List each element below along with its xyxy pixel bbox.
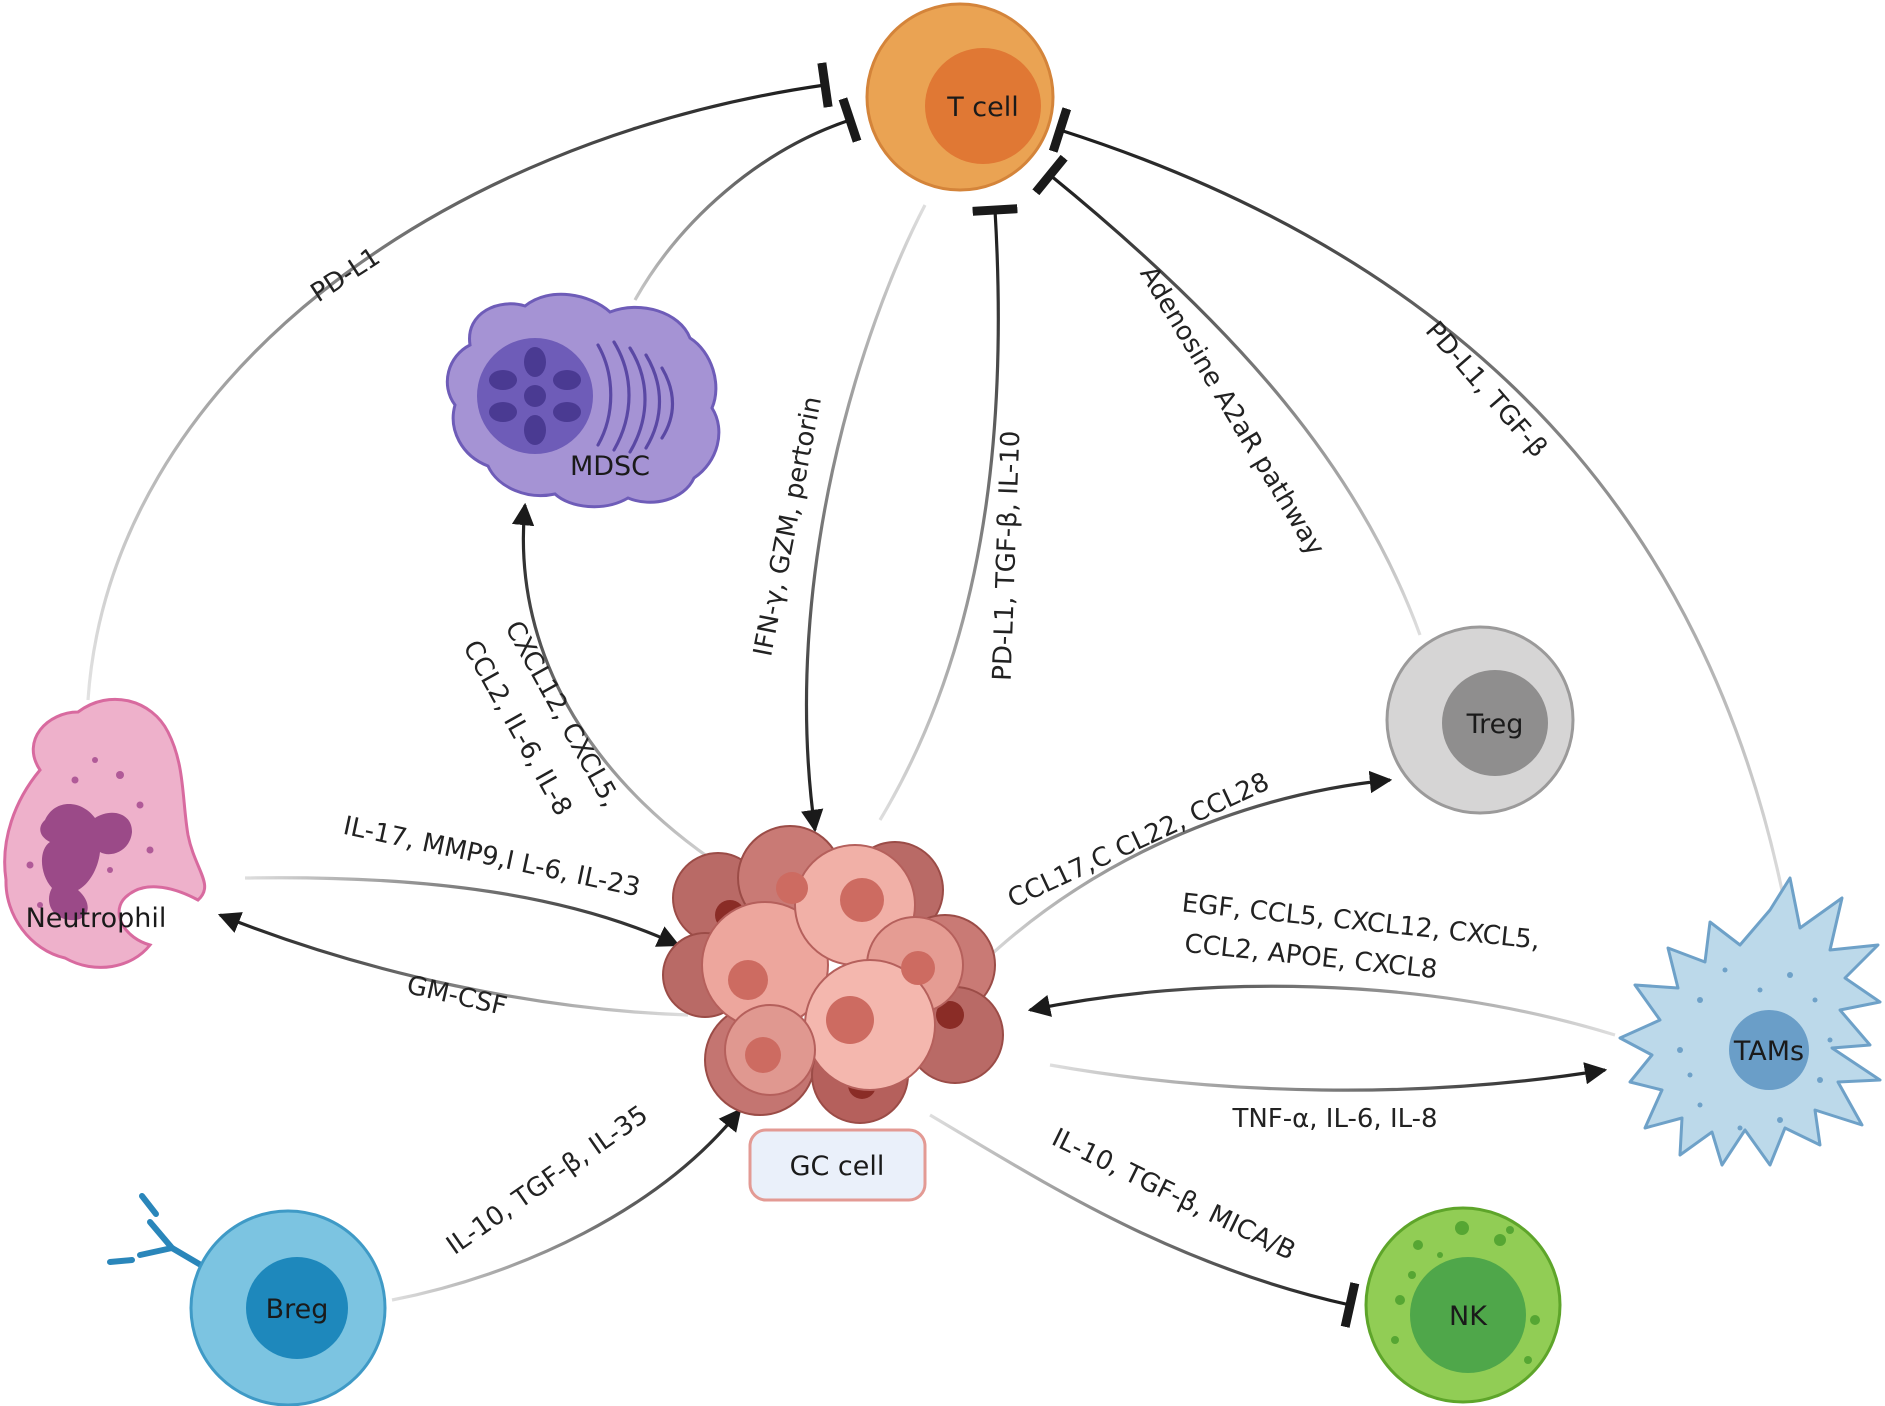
edge-mdsc-to-tcell (633, 97, 862, 301)
edge-gc-to-tcell (878, 204, 1018, 821)
edge-gc-to-neutrophil (217, 912, 689, 1017)
edge-gc-to-tams (1049, 1062, 1608, 1092)
tumor-nuclei (728, 872, 935, 1073)
edge-gc-to-treg (978, 770, 1393, 967)
t-cell-label: T cell (946, 92, 1019, 123)
neutrophil-granules (26, 757, 154, 908)
connectors (86, 62, 1787, 1328)
mdsc-er-lines (596, 340, 674, 454)
breg-label: Breg (266, 1294, 329, 1325)
tams-cell: TAMs (1618, 876, 1882, 1167)
edge-tcell-to-gc (801, 204, 927, 833)
label-neutrophil-tcell: PD-L1 (306, 242, 386, 309)
mdsc-cell: MDSC (445, 292, 721, 509)
antibody-icon (107, 1193, 209, 1271)
edge-tams-to-tcell (1048, 107, 1787, 906)
nk-label: NK (1449, 1301, 1488, 1332)
edge-breg-to-gc (391, 1108, 742, 1302)
treg-label: Treg (1466, 709, 1524, 740)
neutrophil-label: Neutrophil (26, 903, 167, 934)
breg-nucleus (246, 1257, 348, 1359)
label-gc-neutrophil: GM-CSF (404, 970, 510, 1022)
edge-gc-to-mdsc (511, 502, 736, 877)
breg-cell: Breg (107, 1193, 387, 1406)
label-gc-treg: CCL17,C CL22, CCL28 (1003, 767, 1274, 915)
treg-cell: Treg (1385, 625, 1575, 815)
label-gc-tcell-up: PD-L1, TGF-β, IL-10 (988, 430, 1027, 681)
t-cell: T cell (865, 2, 1055, 192)
neutrophil-cell: Neutrophil (3, 697, 207, 969)
edge-tams-to-gc (1027, 984, 1616, 1037)
label-treg-tcell: Adenosine A2aR pathway (1133, 261, 1330, 561)
edge-treg-to-tcell (1032, 154, 1422, 636)
edge-neutrophil-to-tcell (86, 62, 833, 701)
label-neutrophil-gc: IL-17, MMP9,I L-6, IL-23 (341, 811, 643, 903)
tams-nucleus (1729, 1010, 1809, 1090)
tams-granules (1677, 967, 1833, 1131)
label-tams-tcell: PD-L1, TGF-β (1419, 316, 1553, 464)
nk-nucleus (1410, 1257, 1526, 1373)
label-gc-tcell-down: IFN-γ, GZM, pertorin (748, 394, 828, 659)
nk-granules (1391, 1221, 1540, 1364)
label-gc-tams: TNF-α, IL-6, IL-8 (1231, 1104, 1437, 1134)
t-cell-nucleus (925, 48, 1041, 164)
neutrophil-nucleus (40, 804, 132, 921)
gc-cell-label: GC cell (790, 1151, 885, 1182)
label-gc-nk: IL-10, TGF-β, MICA/B (1047, 1123, 1300, 1267)
gc-cell-label-box (748, 1128, 927, 1202)
edge-gc-to-nk (929, 1113, 1360, 1328)
treg-nucleus (1442, 670, 1548, 776)
nk-cell: NK (1364, 1206, 1562, 1404)
edge-neutrophil-to-gc (244, 876, 681, 947)
tams-label: TAMs (1733, 1036, 1804, 1067)
label-breg-gc: IL-10, TGF-β, IL-35 (441, 1100, 653, 1261)
gc-tumor-cluster: GC cell (662, 825, 1004, 1202)
mdsc-nucleus-lobes (489, 347, 581, 445)
mdsc-label: MDSC (570, 451, 650, 482)
